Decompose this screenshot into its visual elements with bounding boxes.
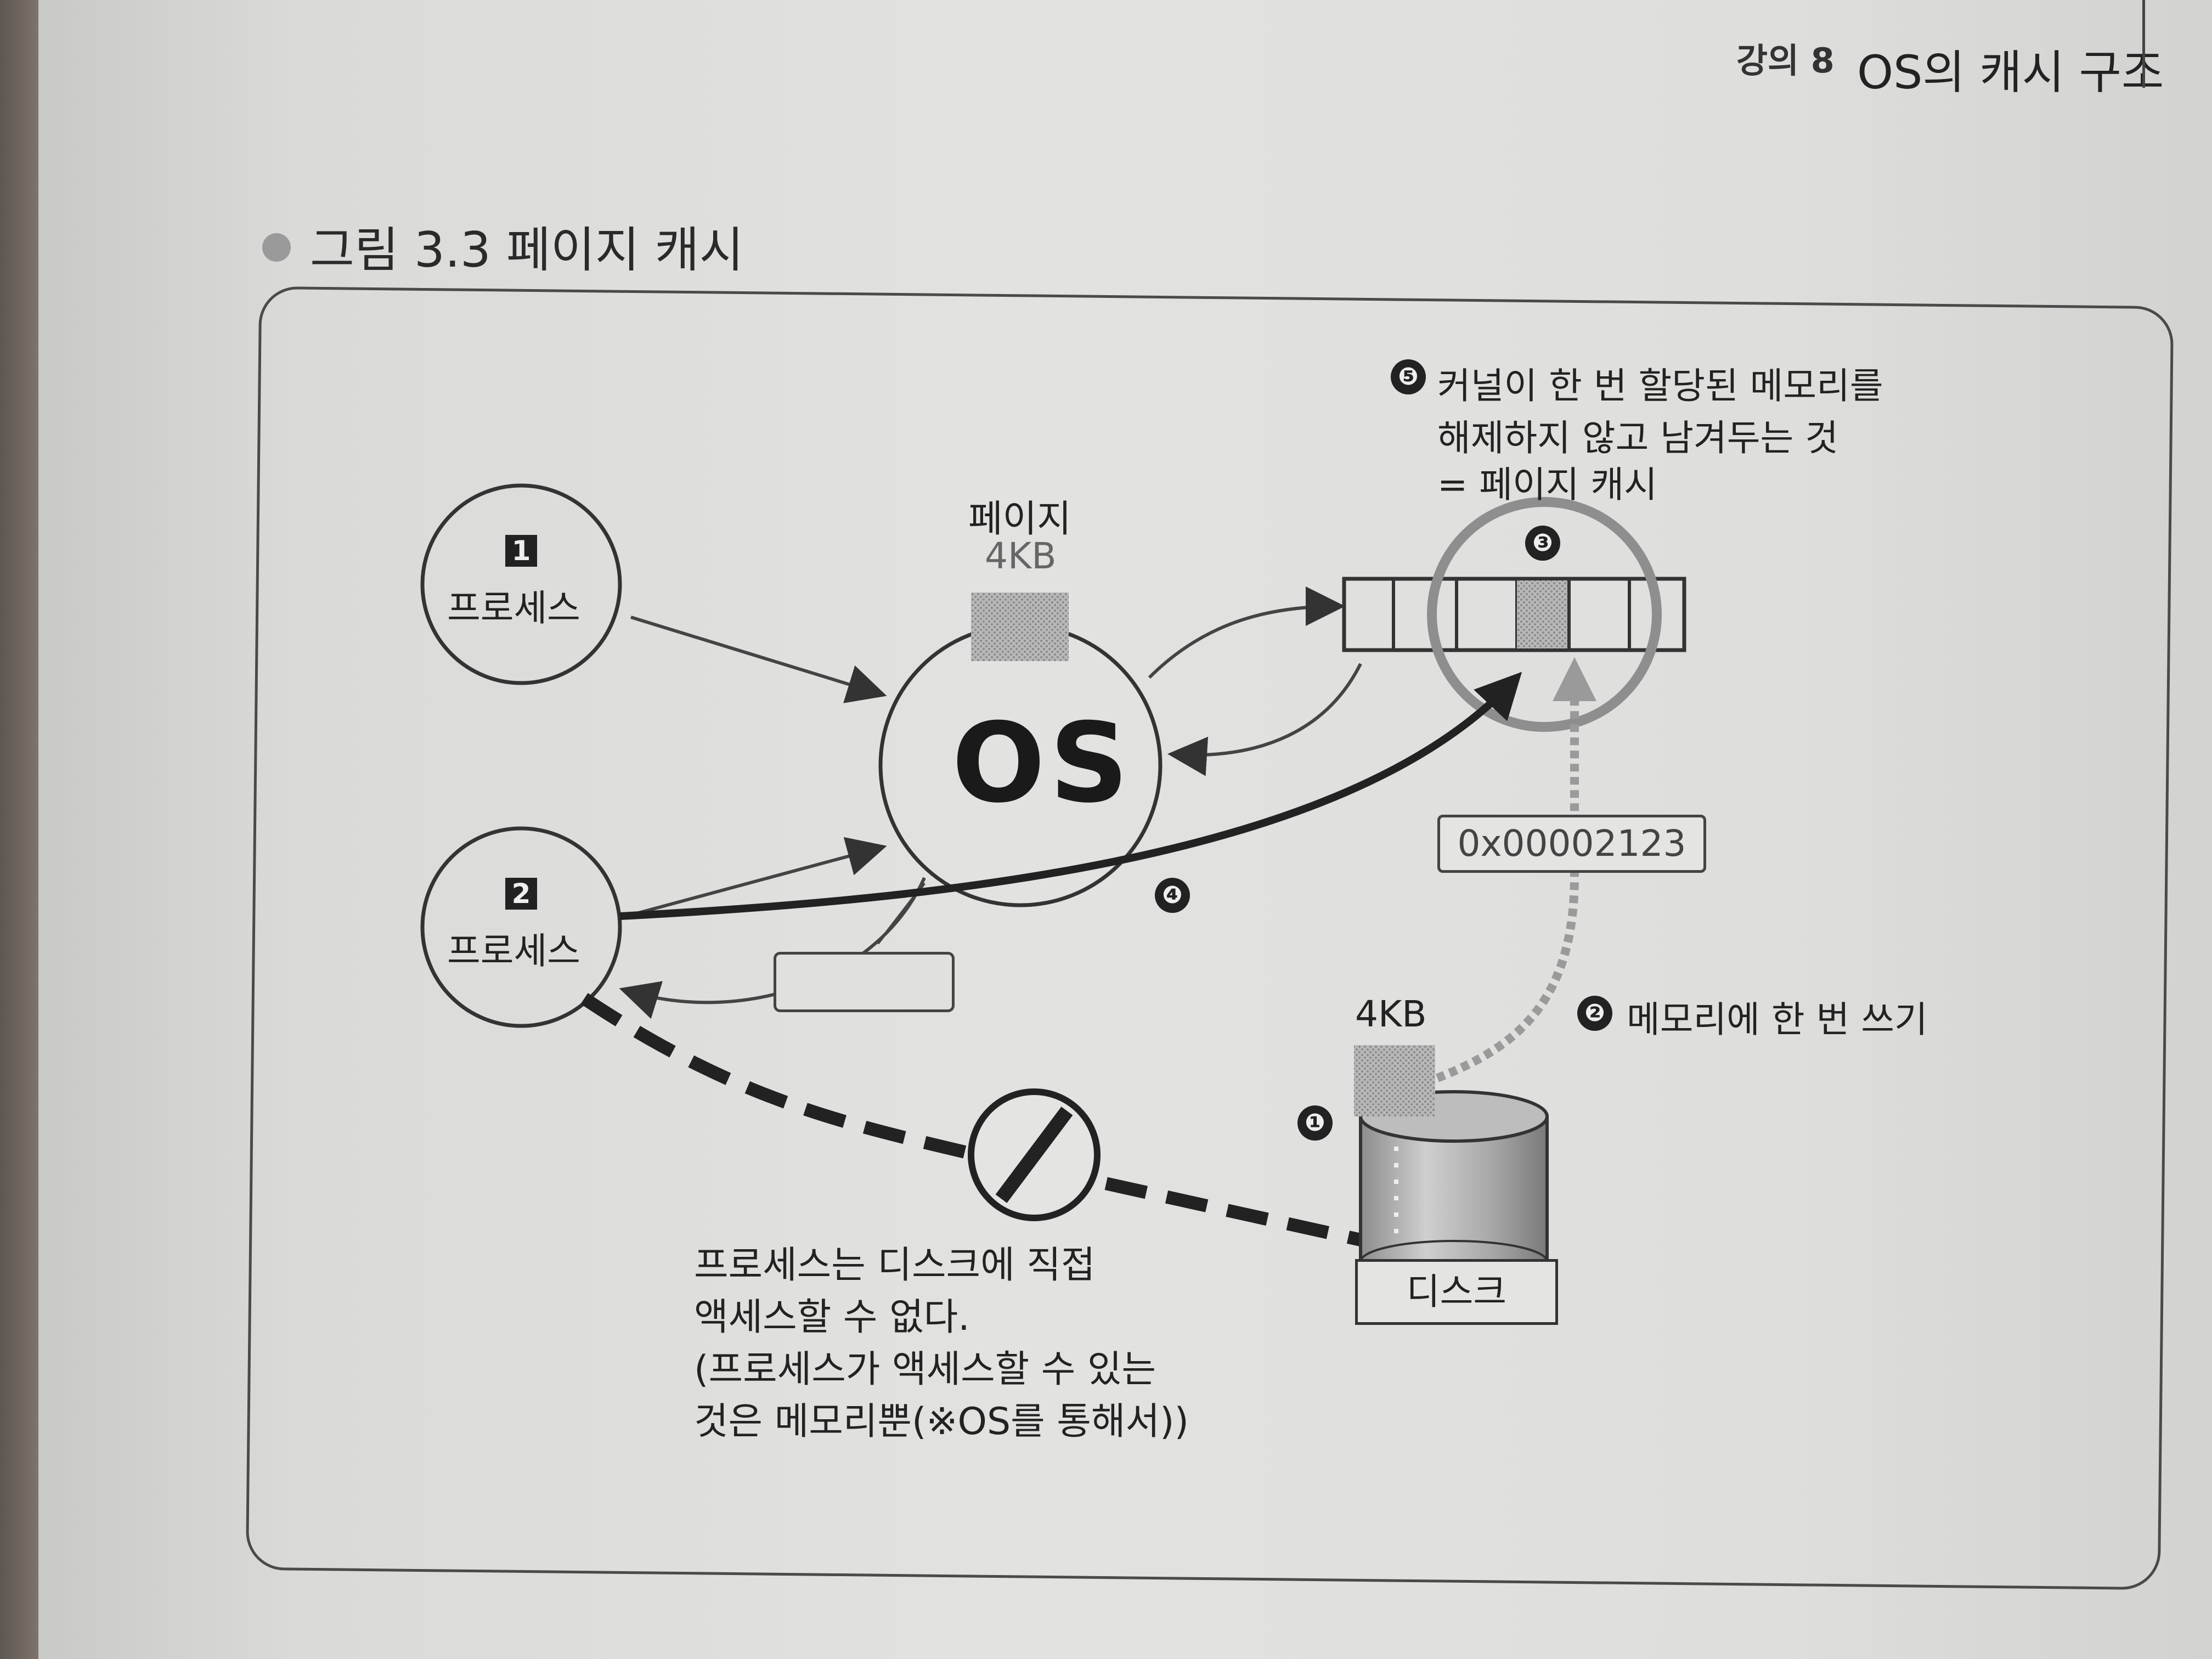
step-4-number: ❹ [1155,878,1190,913]
page-label: 페이지 [968,498,1071,541]
note-5-line-3: = 페이지 캐시 [1437,464,1657,506]
arrow-os-to-cache [1148,586,1345,679]
header-rule [2142,0,2145,88]
book-spine-shadow [0,0,38,1659]
step-5-number: ❺ [1391,359,1426,394]
note-line-2: 액세스할 수 없다. [694,1296,970,1339]
dashed-process2-to-disk [580,993,1362,1246]
process-1-label: 프로세스 [447,587,580,629]
prohibited-icon [968,1088,1101,1221]
book-page [38,0,2212,1659]
cache-slots [1342,577,1686,652]
chapter-title: OS의 캐시 구조 [1857,46,2164,99]
disk-block [1354,1045,1435,1116]
arrow-cache-to-os [1167,663,1362,776]
process-1-circle [420,483,622,685]
step-2-text: 메모리에 한 번 쓰기 [1627,998,1928,1041]
process-2-label: 프로세스 [447,930,580,972]
page-cache-circle [1427,497,1662,732]
process-2-number: 2 [505,878,537,910]
disk-label: 디스크 [1355,1259,1558,1325]
process-2-circle [420,826,622,1028]
caption-bullet-icon [262,233,291,262]
figure-caption: 그림 3.3 페이지 캐시 [310,222,744,278]
note-line-1: 프로세스는 디스크에 직접 [694,1244,1096,1287]
step-3-number: ❸ [1525,526,1560,561]
blank-label-box [774,952,955,1012]
step-1-number: ❶ [1297,1105,1333,1141]
arrow-process2-to-cache [619,672,1522,920]
dotted-disk-to-cache [1436,657,1596,1082]
step-2-number: ❷ [1577,996,1612,1031]
note-5-line-2: 해제하지 않고 남겨두는 것 [1437,417,1838,459]
page-block [971,592,1069,661]
process-1-number: 1 [505,535,537,567]
disk-block-size: 4KB [1355,993,1427,1035]
note-line-3: (프로세스가 액세스할 수 있는 [694,1348,1156,1391]
memory-address-box: 0x00002123 [1437,815,1706,873]
note-5-line-1: 커널이 한 번 할당된 메모리를 [1437,365,1883,407]
arrow-process1-to-os [630,616,887,703]
note-line-4: 것은 메모리뿐(※OS를 통해서)) [694,1400,1189,1443]
page-size: 4KB [985,535,1057,577]
arrow-process2-to-os [636,837,887,915]
lecture-number: 강의 8 [1736,41,1835,81]
os-label: OS [952,699,1133,827]
disk-cylinder [1359,1090,1549,1284]
